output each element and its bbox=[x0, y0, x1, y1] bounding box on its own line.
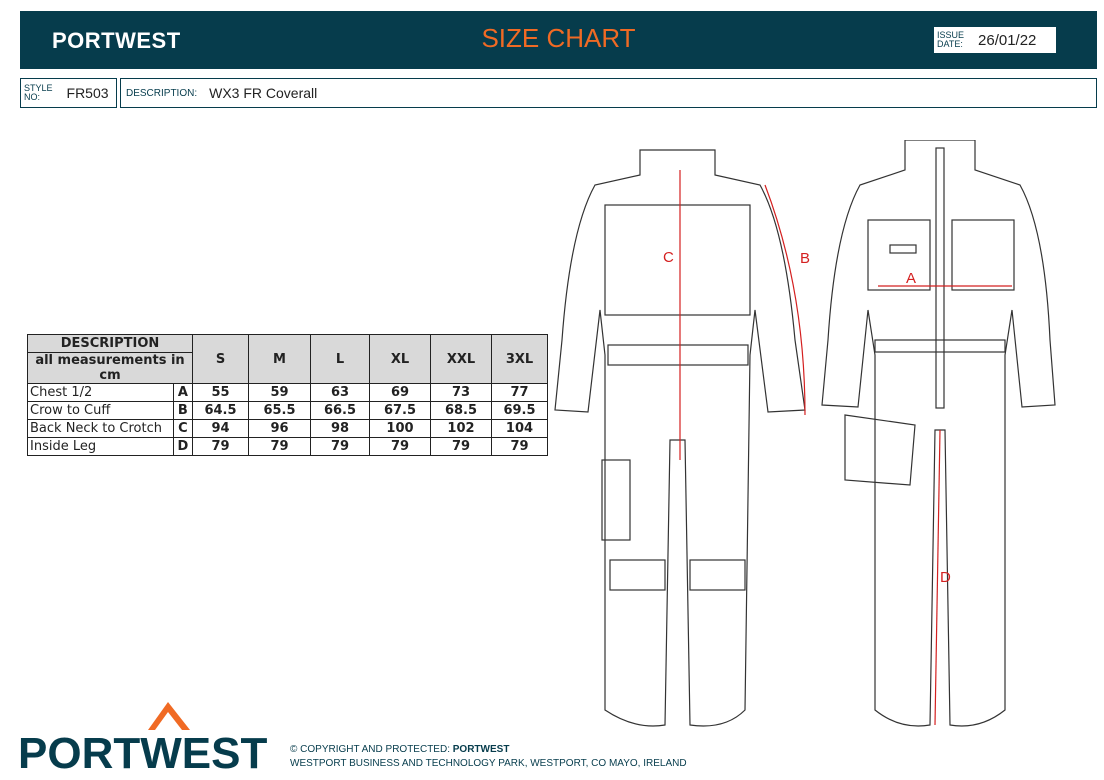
measurement-value: 64.5 bbox=[192, 401, 249, 420]
measurement-value: 100 bbox=[369, 419, 431, 438]
measurement-value: 63 bbox=[310, 383, 370, 402]
measurement-value: 68.5 bbox=[430, 401, 492, 420]
measurement-arrows bbox=[679, 170, 1012, 726]
measurement-value: 69 bbox=[369, 383, 431, 402]
label-b: B bbox=[800, 250, 810, 267]
measurement-value: 102 bbox=[430, 419, 492, 438]
no-label: NO: bbox=[24, 92, 41, 102]
page-title: SIZE CHART bbox=[481, 23, 636, 53]
measurement-value: 79 bbox=[192, 437, 249, 456]
brand-logo: PORTWEST bbox=[52, 28, 181, 53]
measurement-value: 104 bbox=[491, 419, 548, 438]
measurement-name: Back Neck to Crotch bbox=[27, 419, 174, 438]
measurement-value: 79 bbox=[491, 437, 548, 456]
units-header: all measurements in cm bbox=[27, 352, 193, 384]
label-a: A bbox=[906, 270, 916, 287]
measurement-value: 79 bbox=[310, 437, 370, 456]
description-label: DESCRIPTION: bbox=[126, 87, 198, 99]
label-c: C bbox=[663, 249, 674, 266]
footer-brand: PORTWEST bbox=[18, 729, 267, 775]
measurement-value: 98 bbox=[310, 419, 370, 438]
measurement-value: 79 bbox=[430, 437, 492, 456]
issue-label: ISSUE bbox=[937, 30, 965, 40]
coverall-front-drawing bbox=[821, 140, 1056, 727]
label-d: D bbox=[940, 569, 951, 586]
measurement-value: 73 bbox=[430, 383, 492, 402]
measurement-value: 77 bbox=[491, 383, 548, 402]
logo-peak-icon bbox=[148, 702, 190, 730]
address: WESTPORT BUSINESS AND TECHNOLOGY PARK, W… bbox=[290, 758, 687, 769]
size-table: DESCRIPTION S M L XL XXL 3XL all measure… bbox=[27, 334, 548, 456]
description-header: DESCRIPTION bbox=[27, 334, 193, 353]
size-header: 3XL bbox=[491, 334, 548, 384]
size-header: L bbox=[310, 334, 370, 384]
description-value: WX3 FR Coverall bbox=[209, 85, 318, 101]
measurement-name: Crow to Cuff bbox=[27, 401, 174, 420]
measurement-value: 55 bbox=[192, 383, 249, 402]
measurement-value: 96 bbox=[248, 419, 311, 438]
footer-text: © COPYRIGHT AND PROTECTED: PORTWEST WEST… bbox=[290, 743, 687, 771]
arrow-b bbox=[764, 184, 806, 416]
description-box: DESCRIPTION: WX3 FR Coverall bbox=[120, 78, 1097, 108]
measurement-value: 79 bbox=[369, 437, 431, 456]
copyright-brand: PORTWEST bbox=[452, 744, 510, 755]
measurement-value: 94 bbox=[192, 419, 249, 438]
measurement-code: A bbox=[172, 383, 194, 402]
measurement-name: Chest 1/2 bbox=[27, 383, 174, 402]
measurement-name: Inside Leg bbox=[27, 437, 174, 456]
size-header: XXL bbox=[430, 334, 492, 384]
measurement-code: C bbox=[172, 419, 194, 438]
style-label: STYLE bbox=[24, 83, 53, 93]
date-label: DATE: bbox=[937, 39, 963, 49]
issue-date: 26/01/22 bbox=[978, 31, 1037, 49]
measurement-value: 69.5 bbox=[491, 401, 548, 420]
footer-logo: PORTWEST bbox=[18, 700, 288, 780]
measurement-value: 67.5 bbox=[369, 401, 431, 420]
coverall-back-drawing bbox=[554, 149, 806, 727]
size-header: M bbox=[248, 334, 311, 384]
coverall-diagram: C B A D bbox=[554, 140, 1056, 727]
measurement-value: 65.5 bbox=[248, 401, 311, 420]
measurement-value: 66.5 bbox=[310, 401, 370, 420]
copyright: © COPYRIGHT AND PROTECTED: bbox=[290, 744, 453, 755]
measurement-value: 59 bbox=[248, 383, 311, 402]
measurement-value: 79 bbox=[248, 437, 311, 456]
measurement-code: B bbox=[172, 401, 194, 420]
measurement-code: D bbox=[172, 437, 194, 456]
size-header: XL bbox=[369, 334, 431, 384]
arrow-d bbox=[934, 429, 941, 726]
size-header: S bbox=[192, 334, 249, 384]
style-number: FR503 bbox=[66, 85, 109, 101]
